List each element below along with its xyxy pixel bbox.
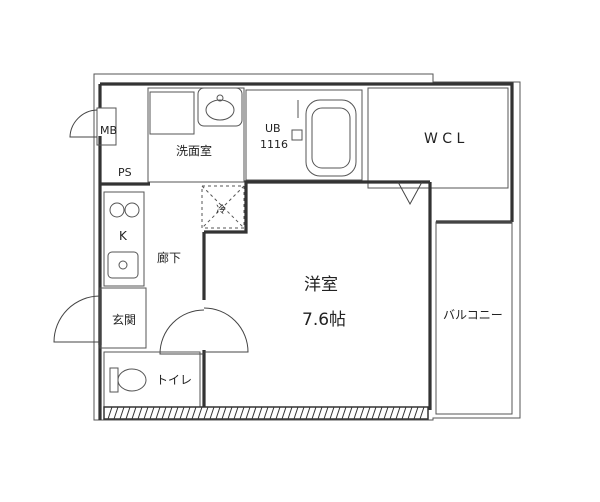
label-cold: 冷 xyxy=(216,203,226,216)
label-ub: UB xyxy=(265,122,281,135)
sink-drain xyxy=(118,260,128,270)
south-wall-hatch-lines xyxy=(107,406,425,420)
room-door-swing xyxy=(203,307,249,353)
label-ub-size: 1116 xyxy=(260,138,288,151)
hallway-room-wall xyxy=(202,180,430,410)
label-western-size: 7.6帖 xyxy=(302,310,346,330)
toilet-bowl xyxy=(117,368,147,392)
fridge-cross xyxy=(201,185,245,229)
mb-door-swing xyxy=(69,109,98,138)
mb-box xyxy=(96,107,117,146)
wcl-door-mark xyxy=(397,181,423,206)
unit-bath-walls xyxy=(245,89,363,181)
balcony-outline xyxy=(435,221,513,415)
kitchen-counter xyxy=(103,191,145,287)
label-hallway: 廊下 xyxy=(157,250,181,265)
vanity-basin xyxy=(205,99,235,121)
label-wcl: W C L xyxy=(424,131,465,147)
kitchen-sink xyxy=(107,251,139,279)
fridge-space xyxy=(201,185,245,229)
vanity xyxy=(197,87,243,127)
label-western-room: 洋室 xyxy=(304,275,338,295)
label-entrance: 玄関 xyxy=(112,312,136,327)
entrance-door-swing xyxy=(53,295,101,343)
label-washroom: 洗面室 xyxy=(176,143,212,158)
bathtub-inner xyxy=(311,107,351,169)
label-balcony: バルコニー xyxy=(443,308,503,322)
label-kitchen: K xyxy=(119,229,128,243)
faucet xyxy=(216,94,224,102)
bathtub xyxy=(305,99,357,177)
hall-door-swing xyxy=(159,309,205,355)
wcl-walls xyxy=(367,87,509,189)
label-ps: PS xyxy=(118,166,132,179)
toilet-tank xyxy=(109,367,119,393)
washroom-walls xyxy=(147,87,245,183)
outer-outline xyxy=(93,73,521,421)
entrance-area xyxy=(99,287,147,349)
stove-burner-right xyxy=(124,202,140,218)
label-mb: MB xyxy=(100,124,117,137)
stove-burner-left xyxy=(109,202,125,218)
washing-machine-pan xyxy=(149,91,195,135)
corridor-top-wall xyxy=(150,176,246,183)
drain xyxy=(291,129,303,141)
label-toilet: トイレ xyxy=(156,373,192,387)
